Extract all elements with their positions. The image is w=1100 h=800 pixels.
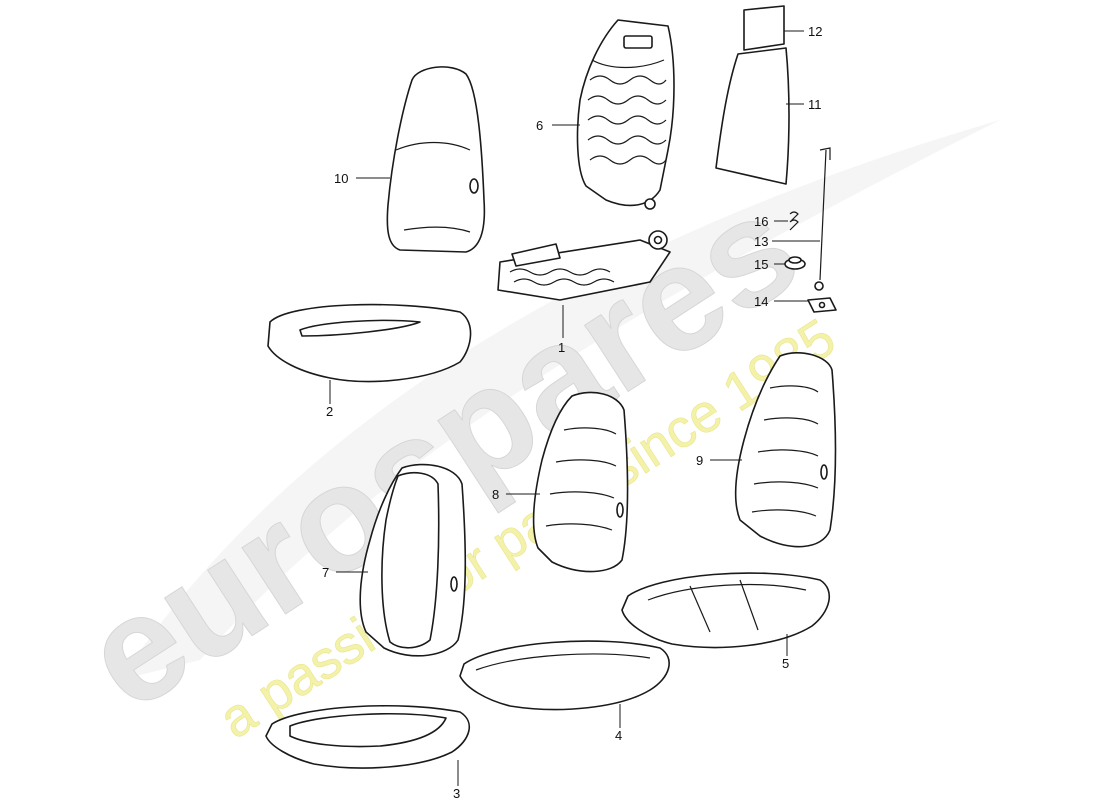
part-16-spring — [789, 211, 799, 231]
part-13-release-rod — [814, 147, 831, 291]
callout-14[interactable]: 14 — [754, 294, 768, 309]
part-14-clip — [807, 297, 837, 313]
callout-9[interactable]: 9 — [696, 453, 703, 468]
callout-labels: 1 2 3 4 5 6 7 8 9 10 11 12 13 14 15 16 — [322, 24, 822, 800]
callout-8[interactable]: 8 — [492, 487, 499, 502]
callout-7[interactable]: 7 — [322, 565, 329, 580]
callout-1[interactable]: 1 — [558, 340, 565, 355]
part-4-cushion-cover-mesh — [459, 640, 670, 711]
callout-15[interactable]: 15 — [754, 257, 768, 272]
callout-5[interactable]: 5 — [782, 656, 789, 671]
callout-13[interactable]: 13 — [754, 234, 768, 249]
part-15-grommet — [784, 256, 806, 270]
part-7-backrest-cover-center — [359, 463, 467, 657]
callout-12[interactable]: 12 — [808, 24, 822, 39]
part-8-backrest-cover-mesh — [532, 391, 629, 573]
watermark-swoosh — [120, 120, 1000, 680]
part-11-backrest-panel — [715, 47, 790, 185]
callout-2[interactable]: 2 — [326, 404, 333, 419]
callout-6[interactable]: 6 — [536, 118, 543, 133]
callout-11[interactable]: 11 — [808, 97, 822, 112]
part-9-backrest-cover-light — [734, 352, 837, 548]
part-1-seat-frame — [497, 230, 671, 301]
leader-lines — [329, 30, 820, 786]
part-2-cushion-foam — [267, 303, 472, 383]
callout-4[interactable]: 4 — [615, 728, 622, 743]
part-5-cushion-cover-light — [621, 572, 830, 649]
part-3-cushion-cover-center — [265, 704, 471, 769]
callout-16[interactable]: 16 — [754, 214, 768, 229]
callout-3[interactable]: 3 — [453, 786, 460, 800]
part-6-backrest-frame — [576, 19, 675, 210]
callout-10[interactable]: 10 — [334, 171, 348, 186]
part-10-backrest-foam — [386, 66, 486, 253]
part-12-headrest-pad — [743, 5, 785, 51]
